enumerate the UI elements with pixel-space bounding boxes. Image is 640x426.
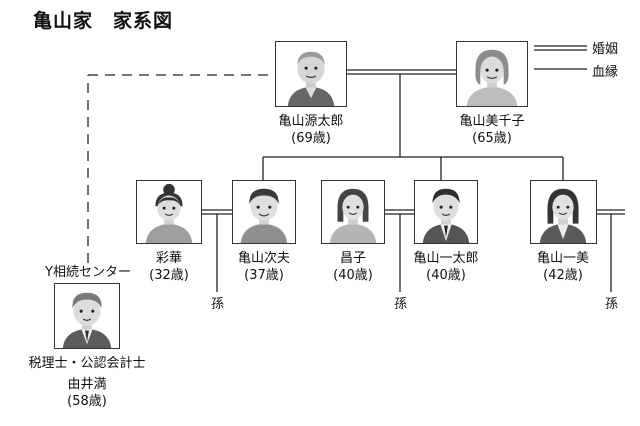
elderly-woman-icon xyxy=(466,49,518,106)
portrait-yui xyxy=(54,283,120,349)
legend-lines xyxy=(534,45,587,70)
marriage-line-ayaka-jiro xyxy=(202,209,232,292)
marriage-line-kazumi xyxy=(597,209,625,292)
name-yui: 由井満 xyxy=(67,377,107,392)
legend-marriage-label: 婚姻 xyxy=(592,42,619,57)
person-label-ayaka: 彩華 (32歳) xyxy=(124,250,214,284)
age-ichitaro: (40歳) xyxy=(426,268,466,283)
person-label-masako: 昌子 (40歳) xyxy=(308,250,398,284)
person-label-kazumi: 亀山一美 (42歳) xyxy=(518,250,608,284)
elderly-man-icon xyxy=(287,51,335,106)
portrait-ayaka xyxy=(136,180,202,244)
name-ayaka: 彩華 xyxy=(155,251,182,266)
marriage-line-masako-ichitaro xyxy=(385,209,414,292)
young-man-icon xyxy=(240,188,288,243)
age-masako: (40歳) xyxy=(333,268,373,283)
woman-bun-icon xyxy=(145,183,193,243)
portrait-michiko xyxy=(456,41,528,107)
legend-blood-label: 血縁 xyxy=(592,65,619,80)
name-masako: 昌子 xyxy=(339,251,366,266)
grandchild-label-kazumi: 孫 xyxy=(605,297,619,312)
grandchild-label-jiro: 孫 xyxy=(211,297,225,312)
age-gentaro: (69歳) xyxy=(291,131,331,146)
name-jiro: 亀山次夫 xyxy=(237,251,290,266)
role-yui: 税理士・公認会計士 xyxy=(28,356,146,371)
portrait-masako xyxy=(321,180,385,244)
portrait-kazumi xyxy=(530,180,597,244)
age-jiro: (37歳) xyxy=(244,268,284,283)
grandparents-marriage-line xyxy=(347,69,456,75)
blood-line-to-children xyxy=(262,74,564,180)
age-michiko: (65歳) xyxy=(472,131,512,146)
advisor-man-icon xyxy=(62,292,112,348)
advisor-link-dashed xyxy=(87,74,275,263)
name-gentaro: 亀山源太郎 xyxy=(278,114,344,129)
person-label-michiko: 亀山美千子 (65歳) xyxy=(432,113,552,147)
person-label-gentaro: 亀山源太郎 (69歳) xyxy=(251,113,371,147)
age-ayaka: (32歳) xyxy=(149,268,189,283)
name-michiko: 亀山美千子 xyxy=(459,114,525,129)
portrait-ichitaro xyxy=(414,180,478,244)
person-label-yui: 税理士・公認会計士 由井満 (58歳) xyxy=(12,355,162,410)
advisor-org: Y相続センター xyxy=(45,265,131,280)
portrait-gentaro xyxy=(275,41,347,107)
man-suit-icon xyxy=(422,188,470,243)
name-kazumi: 亀山一美 xyxy=(536,251,589,266)
age-kazumi: (42歳) xyxy=(543,268,583,283)
name-ichitaro: 亀山一太郎 xyxy=(413,251,479,266)
woman-icon xyxy=(329,188,377,243)
portrait-jiro xyxy=(232,180,296,244)
page-title: 亀山家 家系図 xyxy=(33,10,174,32)
woman-suit-icon xyxy=(539,188,587,243)
age-yui: (58歳) xyxy=(67,394,107,409)
grandchild-label-ichitaro: 孫 xyxy=(394,297,408,312)
person-label-ichitaro: 亀山一太郎 (40歳) xyxy=(401,250,491,284)
person-label-jiro: 亀山次夫 (37歳) xyxy=(219,250,309,284)
